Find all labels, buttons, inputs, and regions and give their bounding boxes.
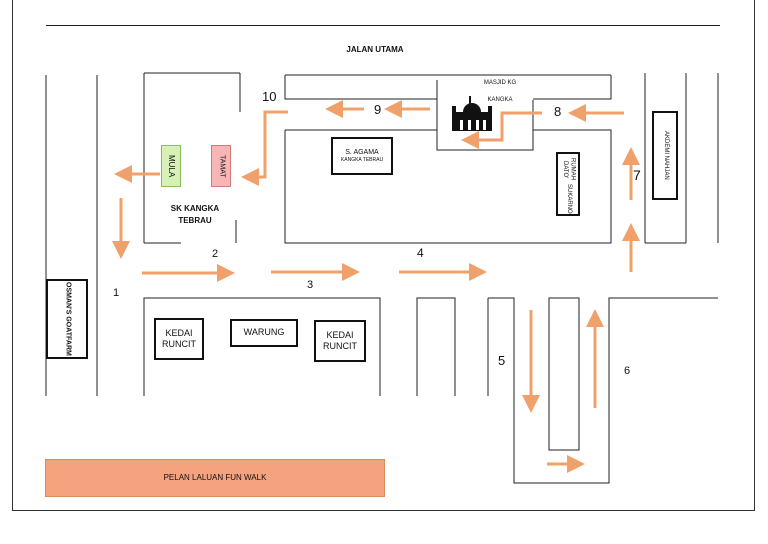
kedai-runcit-1-box: KEDAI RUNCIT — [154, 318, 204, 360]
mosque-label-line1: MASJID KG — [483, 80, 517, 86]
kedai-runcit-2-box: KEDAI RUNCIT — [314, 320, 366, 362]
goat-farm-box: OSMAN'S GOAT FARM — [46, 279, 88, 359]
checkpoint-9: 9 — [374, 102, 382, 117]
checkpoint-10: 10 — [262, 89, 277, 104]
goat-farm-line2: FARM — [64, 336, 72, 356]
rumah-dato-line1: RUMAH DATO' — [562, 158, 576, 181]
checkpoint-3: 3 — [307, 279, 314, 291]
checkpoint-4: 4 — [417, 246, 424, 260]
checkpoint-2: 2 — [212, 248, 219, 260]
sekolah-agama-line1: S. AGAMA — [345, 148, 379, 156]
main-road-line — [46, 25, 720, 26]
warung-box: WARUNG — [230, 319, 298, 347]
arrow-8-to-mosque — [461, 111, 542, 149]
map-frame — [12, 0, 755, 511]
sekolah-agama-line2: KANGKA TEBRAU — [340, 157, 384, 164]
checkpoint-6: 6 — [624, 365, 631, 377]
legend-bar: PELAN LALUAN FUN WALK — [45, 459, 385, 497]
kedai-1-line1: KEDAI — [165, 327, 193, 338]
start-box: MULA — [161, 145, 181, 187]
mosque-label-line2: KANGKA — [487, 97, 513, 103]
school-label-line1: SK KANGKA — [170, 204, 220, 213]
rumah-dato-box: RUMAH DATO' SUKARNO — [556, 152, 580, 216]
finish-box: TAMAT — [211, 145, 231, 187]
akademi-box: AKDEMI NAHJAN — [652, 111, 678, 200]
rumah-dato-line2: SUKARNO — [565, 184, 572, 214]
school-label-line2: TEBRAU — [178, 216, 212, 225]
kedai-2-line1: KEDAI — [326, 329, 354, 340]
checkpoint-1: 1 — [113, 287, 120, 299]
kedai-2-line2: RUNCIT — [323, 341, 357, 351]
arrow-10-to-finish — [241, 110, 288, 186]
goat-farm-line1: OSMAN'S GOAT — [64, 282, 72, 337]
checkpoint-7: 7 — [633, 167, 641, 183]
sekolah-agama-box: S. AGAMA KANGKA TEBRAU — [331, 137, 393, 175]
checkpoint-5: 5 — [498, 353, 506, 368]
checkpoint-8: 8 — [554, 104, 562, 119]
main-road-label: JALAN UTAMA — [346, 45, 404, 54]
kedai-1-line2: RUNCIT — [162, 339, 196, 349]
